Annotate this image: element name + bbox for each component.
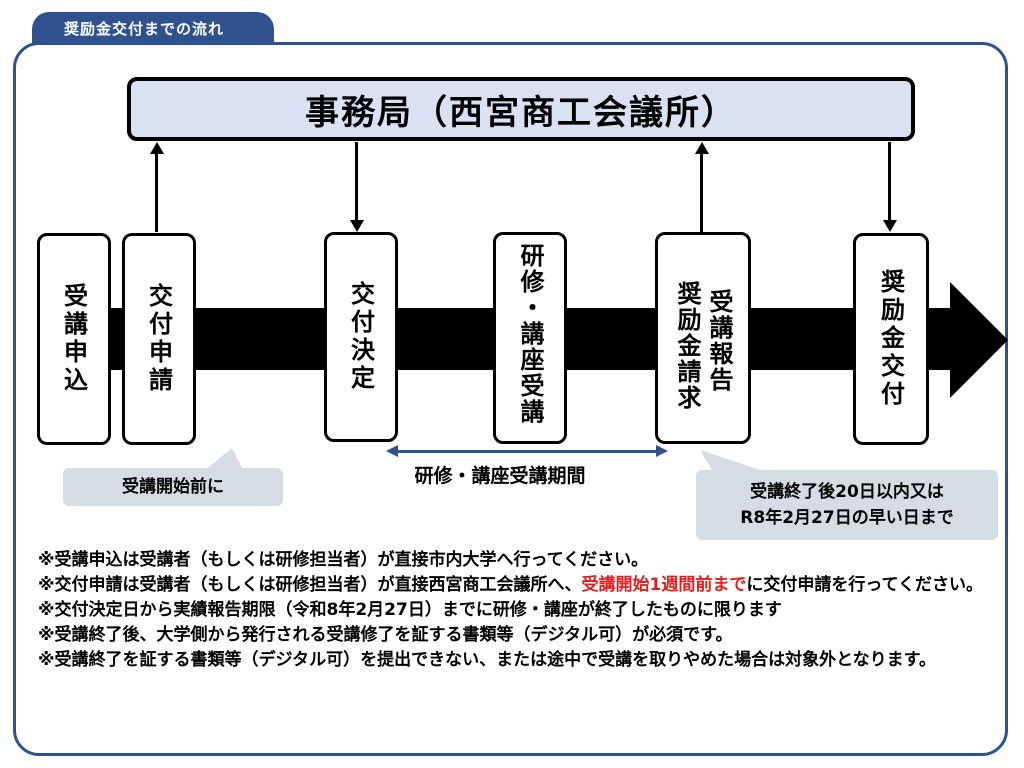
period-arrow: [398, 450, 656, 453]
arrow-up-icon: [695, 142, 709, 154]
arrow-down-icon: [350, 220, 364, 232]
step-label: 交付決定: [346, 281, 375, 393]
step-grant-decision: 交付決定: [324, 232, 398, 442]
note-highlight: 受講開始1週間前まで: [581, 575, 747, 595]
note-text: に交付申請を行ってください。: [746, 575, 984, 595]
step-label: 奨励金請求: [673, 281, 701, 411]
period-label: 研修・講座受講期間: [414, 465, 586, 487]
callout-deadline: 受講終了後20日以内又は R8年2月27日の早い日まで: [696, 470, 998, 540]
note-item: ※受講終了を証する書類等（デジタル可）を提出できない、または途中で受講を取りやめ…: [38, 650, 936, 670]
note-text: ※交付申請は受講者（もしくは研修担当者）が直接西宮商工会議所へ、: [38, 575, 582, 595]
timeline-arrow-head: [950, 282, 1008, 398]
connector-report-up: [700, 152, 703, 232]
office-box: 事務局（西宮商工会議所）: [127, 77, 915, 141]
note-item: ※受講申込は受講者（もしくは研修担当者）が直接市内大学へ行ってください。: [38, 550, 649, 570]
callout-text: 受講開始前に: [122, 477, 224, 497]
step-label: 受講申込: [59, 283, 88, 395]
section-tab: 奨励金交付までの流れ: [32, 12, 274, 46]
step-report-and-claim: 受講報告 奨励金請求: [655, 232, 751, 444]
connector-decision-down: [355, 142, 358, 220]
note-item: ※交付決定日から実績報告期限（令和8年2月27日）までに研修・講座が終了したもの…: [38, 600, 782, 620]
step-label: 交付申請: [144, 283, 173, 395]
connector-apply-up: [155, 152, 158, 232]
step-apply-enrollment: 受講申込: [37, 233, 111, 445]
step-label: 研修・講座受講: [516, 243, 544, 425]
step-course-attendance: 研修・講座受講: [493, 232, 567, 444]
note-item: ※交付申請は受講者（もしくは研修担当者）が直接西宮商工会議所へ、受講開始1週間前…: [38, 573, 998, 598]
notes-list: ※受講申込は受講者（もしくは研修担当者）が直接市内大学へ行ってください。 ※交付…: [38, 548, 998, 673]
arrow-right-icon: [656, 445, 668, 457]
step-label: 奨励金交付: [876, 269, 905, 409]
arrow-left-icon: [386, 445, 398, 457]
note-item: ※受講終了後、大学側から発行される受講修了を証する書類等（デジタル可）が必須です…: [38, 625, 733, 645]
callout-text-line1: 受講終了後20日以内又は: [750, 482, 944, 502]
arrow-down-icon: [883, 220, 897, 232]
step-grant-payment: 奨励金交付: [853, 233, 929, 445]
callout-text-line2: R8年2月27日の早い日まで: [740, 508, 954, 528]
callout-before-start: 受講開始前に: [63, 468, 283, 506]
arrow-up-icon: [150, 142, 164, 154]
step-grant-application: 交付申請: [122, 233, 196, 445]
connector-grant-down: [888, 142, 891, 220]
step-label: 受講報告: [705, 289, 733, 393]
office-label: 事務局（西宮商工会議所）: [305, 92, 737, 133]
